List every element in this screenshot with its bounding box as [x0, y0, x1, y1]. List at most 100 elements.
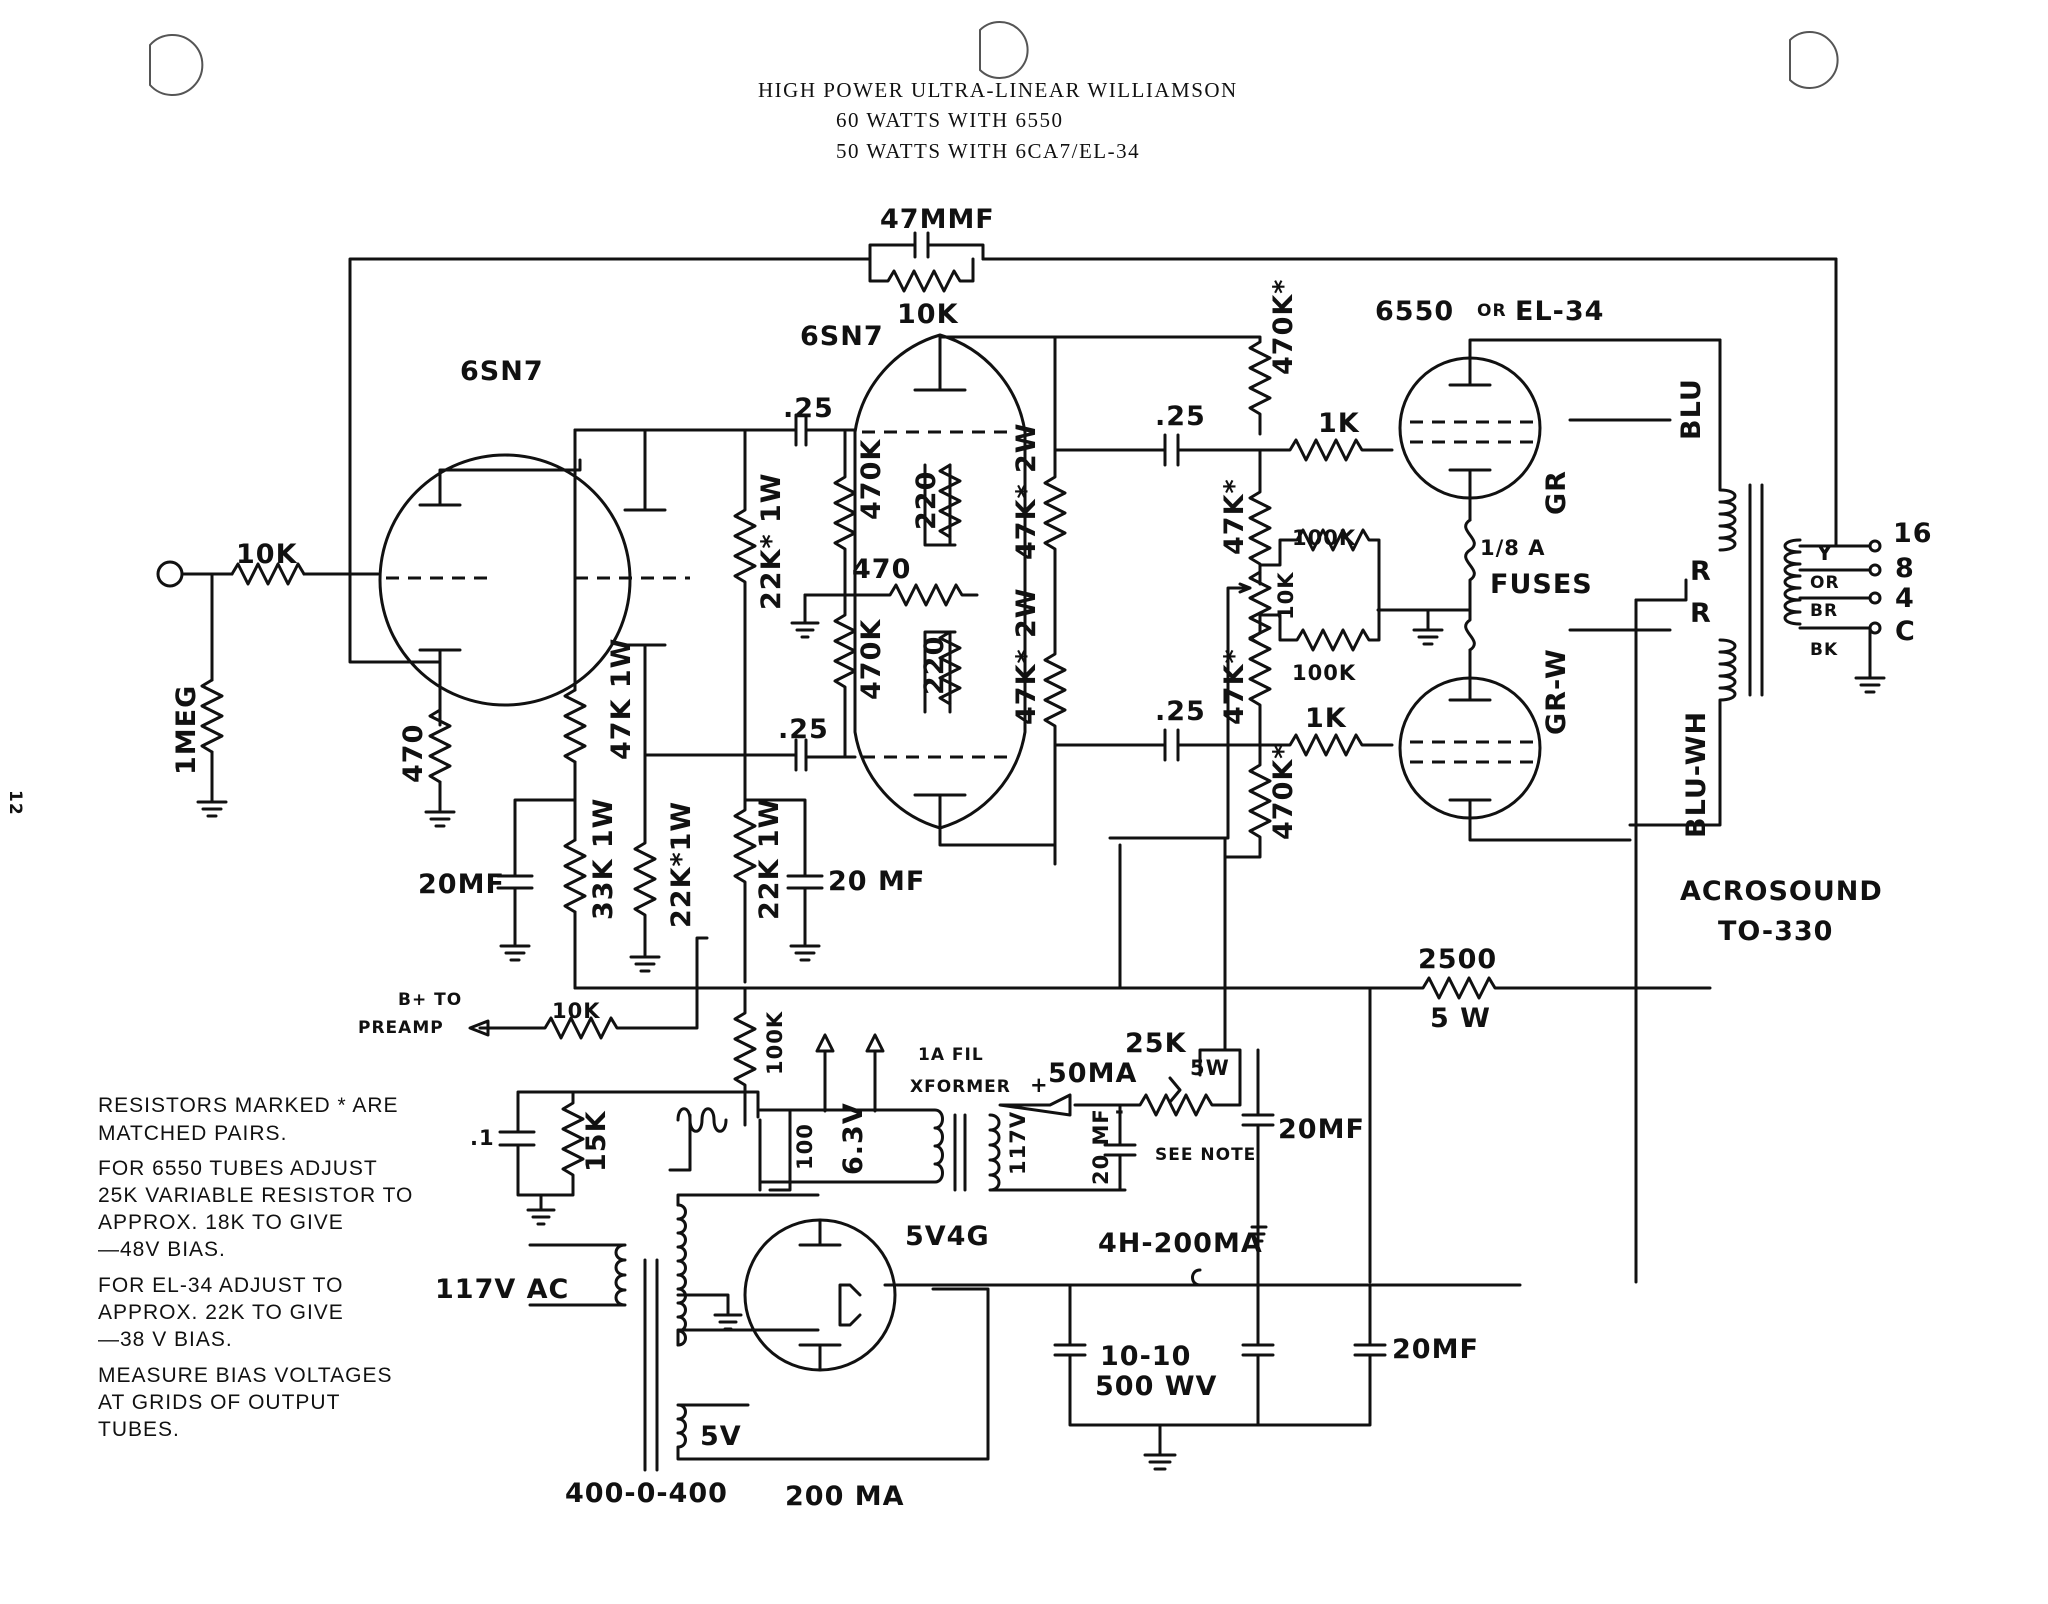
wire-bluwh: BLU-WH [1681, 711, 1712, 838]
input-cathode-label: 470 [398, 724, 429, 783]
note-4-line-1: MEASURE BIAS VOLTAGES [98, 1364, 392, 1387]
fuse-size-label: 1/8 A [1480, 536, 1545, 560]
note-2-line-1: FOR 6550 TUBES ADJUST [98, 1157, 378, 1180]
plus-sign: + [1030, 1073, 1049, 1097]
out-c: C [1895, 616, 1916, 647]
input-tube-label: 6SN7 [460, 356, 544, 387]
grid-stopper-bottom [1268, 733, 1394, 757]
decouple-res-label: 33K 1W [588, 798, 619, 920]
driver-grid-res-bottom: 470K [856, 619, 887, 700]
ground-symbol [196, 800, 228, 818]
note-3-line-1: FOR EL-34 ADJUST TO [98, 1274, 343, 1297]
transformer-model: TO-330 [1718, 916, 1833, 947]
power-supply: B+ TO PREAMP 10K 100K .1 15K 100 6.3V 1A… [358, 936, 1522, 1512]
wire-r2: R [1690, 598, 1712, 629]
note-2-line-2: 25K VARIABLE RESISTOR TO [98, 1184, 413, 1207]
pot-label: 25K [1125, 1028, 1187, 1059]
tap-br: BR [1810, 601, 1838, 621]
split-load-label: 22K*1W [666, 801, 697, 928]
grid-res-bottom-label: 470K* [1268, 744, 1299, 840]
tap-or: OR [1810, 573, 1840, 593]
output-stage: 6550 OR EL-34 1/8 A FUSES .25 .25 1K 1K … [573, 279, 1722, 1284]
transformer-brand: ACROSOUND [1680, 876, 1883, 907]
balance-pot-label: 10K [1274, 572, 1298, 621]
feedback-cap-label: 47MMF [880, 204, 995, 235]
grid-stopper-top [1268, 438, 1394, 462]
fil-xfmr-label-1: 1A FIL [918, 1045, 984, 1065]
out-4: 4 [1895, 583, 1915, 614]
header-line-2: 60 WATTS WITH 6550 [836, 108, 1063, 132]
note-2-line-3: APPROX. 18K TO GIVE [98, 1211, 344, 1234]
meter-label: 50MA [1048, 1058, 1137, 1089]
screen-res-watt-label: 5 W [1430, 1003, 1491, 1034]
out-16: 16 [1893, 518, 1933, 549]
driver-load-top: 47K* 2W [1011, 422, 1042, 560]
input-stage: 10K 1MEG 6SN7 470 47K 1W 33K 1W [156, 257, 872, 990]
output-cap-bottom: .25 [1155, 696, 1206, 727]
driver-cathode-470-label: 470 [852, 554, 911, 585]
note-3-line-2: APPROX. 22K TO GIVE [98, 1301, 344, 1324]
driver-cathode-470 [803, 583, 979, 607]
header-line-3: 50 WATTS WITH 6CA7/EL-34 [836, 139, 1140, 163]
bias-res-bottom-label: 47K* [1219, 648, 1250, 725]
output-tube-alt-label: EL-34 [1515, 296, 1604, 327]
driver-grid-res-top: 470K [856, 439, 887, 520]
feedback-network: 47MMF 10K [868, 204, 1838, 548]
rect-fil-label: 5V [700, 1421, 742, 1452]
preamp-res-label: 10K [552, 999, 601, 1023]
input-tube-6sn7 [378, 453, 632, 707]
page-number: 12 [5, 790, 25, 816]
hum-res-label: 100 [793, 1123, 817, 1170]
xfmr-volts-label: 400-0-400 [565, 1478, 728, 1509]
input-1meg-resistor [200, 678, 224, 754]
filter-cap-label: 20MF [1392, 1334, 1479, 1365]
note-1-line-1: RESISTORS MARKED * ARE [98, 1094, 399, 1117]
bias-filter-label: 20MF [1278, 1114, 1365, 1145]
output-transformer: Y OR BR BK 16 8 4 C BLU GR R R GR-W BLU-… [1541, 338, 1933, 947]
output-cap-top: .25 [1155, 401, 1206, 432]
mains-label: 117V AC [435, 1274, 569, 1305]
rectifier-label: 5V4G [905, 1221, 990, 1252]
feedback-res-label: 10K [897, 299, 959, 330]
note-1-line-2: MATCHED PAIRS. [98, 1122, 287, 1145]
tap-y: Y [1816, 541, 1833, 565]
decouple-resistor-33k [563, 838, 587, 914]
bleed-res-label: 100K [763, 1011, 787, 1075]
input-plate-res-label: 47K 1W [606, 638, 637, 760]
driver-cap-bottom: .25 [778, 714, 829, 745]
driver-cathode-bottom-label: 220 [919, 636, 950, 695]
xfmr-current-label: 200 MA [785, 1481, 905, 1512]
fil-volts-label: 6.3V [838, 1102, 869, 1175]
input-jack [156, 560, 184, 588]
wire-grw: GR-W [1541, 648, 1572, 735]
decouple-cap-label: 20MF [418, 869, 505, 900]
screen-res-label: 2500 [1418, 944, 1497, 975]
tap-bk: BK [1810, 640, 1838, 660]
cap-01-label: .1 [470, 1126, 495, 1150]
fil-117-label: 117V [1006, 1111, 1030, 1175]
see-note-label: SEE NOTE [1155, 1145, 1256, 1165]
balance-bottom-label: 100K [1292, 661, 1356, 685]
driver-stage: 6SN7 220 220 470 470K 470K .25 .25 22K* … [633, 321, 1067, 984]
ground-symbol [424, 810, 456, 828]
output-tube-label: 6550 [1375, 296, 1454, 327]
notes: RESISTORS MARKED * ARE MATCHED PAIRS. FO… [98, 1094, 413, 1441]
driver-plate-res-2: 22K 1W [754, 798, 785, 920]
output-or-label: OR [1477, 301, 1507, 321]
res-15k-label: 15K [581, 1110, 612, 1172]
wire-r1: R [1690, 556, 1712, 587]
input-1meg-label: 1MEG [171, 685, 202, 775]
balance-pot-10k [1248, 570, 1272, 646]
note-2-line-4: —48V BIAS. [98, 1238, 226, 1261]
bias-cap-label: 20 MF [1089, 1108, 1113, 1185]
driver-plate-res-1: 22K* 1W [756, 472, 787, 610]
grid-stop-bottom-label: 1K [1305, 703, 1347, 734]
note-4-line-3: TUBES. [98, 1418, 180, 1441]
cap-pair-2: 500 WV [1095, 1371, 1217, 1402]
driver-tube-label: 6SN7 [800, 321, 884, 352]
driver-cathode-220-top [938, 463, 962, 539]
note-4-line-2: AT GRIDS OF OUTPUT [98, 1391, 340, 1414]
note-3-line-3: —38 V BIAS. [98, 1328, 233, 1351]
split-load-resistor [633, 753, 657, 957]
grid-res-top-label: 470K* [1268, 279, 1299, 375]
